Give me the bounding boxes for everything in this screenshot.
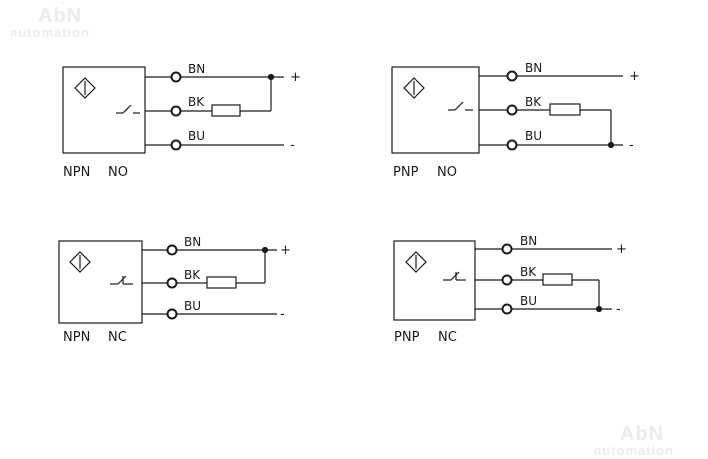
- sensor-symbol-icon: [74, 77, 96, 99]
- label-contact-type: NO: [437, 165, 457, 180]
- label-contact-type: NO: [108, 165, 128, 180]
- sensor-symbol-icon: [405, 251, 427, 273]
- terminal-blue: [501, 303, 513, 315]
- sensor-body: [58, 240, 143, 324]
- terminal-blue: [170, 139, 182, 151]
- terminal-blue: [166, 308, 178, 320]
- terminal-brown: [166, 244, 178, 256]
- label-plus: +: [290, 70, 301, 85]
- terminal-black: [506, 104, 518, 116]
- label-bk: BK: [184, 268, 201, 282]
- label-plus: +: [280, 243, 291, 258]
- label-minus: -: [616, 302, 621, 317]
- label-bu: BU: [525, 129, 542, 143]
- label-bu: BU: [188, 129, 205, 143]
- load-resistor: [206, 276, 237, 289]
- diagram-npn-no: BN BK BU + - NPN NO: [62, 62, 301, 180]
- label-output-type: PNP: [394, 330, 420, 345]
- label-output-type: NPN: [63, 330, 90, 345]
- label-minus: -: [290, 138, 295, 153]
- label-output-type: NPN: [63, 165, 90, 180]
- diagram-pnp-nc: BN BK BU + - PNP NC: [393, 234, 627, 345]
- terminal-brown: [170, 71, 182, 83]
- label-minus: -: [629, 138, 634, 153]
- label-bk: BK: [188, 95, 205, 109]
- terminal-black: [170, 105, 182, 117]
- sensor-symbol-icon: [69, 251, 91, 273]
- sensor-body: [62, 66, 146, 154]
- label-bn: BN: [520, 234, 537, 248]
- load-resistor: [211, 104, 241, 117]
- terminal-blue: [506, 139, 518, 151]
- no-contact-icon: [448, 101, 473, 111]
- nc-contact-icon: [443, 271, 466, 281]
- no-contact-icon: [116, 104, 140, 114]
- label-contact-type: NC: [438, 330, 457, 345]
- load-resistor: [542, 273, 573, 286]
- sensor-symbol-icon: [403, 77, 425, 99]
- terminal-brown: [506, 70, 518, 82]
- label-bu: BU: [520, 294, 537, 308]
- label-contact-type: NC: [108, 330, 127, 345]
- label-bn: BN: [184, 235, 201, 249]
- label-bk: BK: [520, 265, 537, 279]
- nc-contact-icon: [110, 275, 133, 285]
- label-bn: BN: [525, 61, 542, 75]
- junction-dot: [261, 246, 269, 254]
- label-bu: BU: [184, 299, 201, 313]
- diagram-npn-nc: BN BK BU + - NPN NC: [58, 235, 291, 345]
- label-output-type: PNP: [393, 165, 419, 180]
- terminal-black: [501, 274, 513, 286]
- label-plus: +: [616, 242, 627, 257]
- label-bk: BK: [525, 95, 542, 109]
- load-resistor: [549, 103, 581, 116]
- junction-dot: [267, 73, 275, 81]
- diagram-pnp-no: BN BK BU + - PNP NO: [391, 61, 640, 180]
- terminal-black: [166, 277, 178, 289]
- label-minus: -: [280, 307, 285, 322]
- label-plus: +: [629, 69, 640, 84]
- terminal-brown: [501, 243, 513, 255]
- label-bn: BN: [188, 62, 205, 76]
